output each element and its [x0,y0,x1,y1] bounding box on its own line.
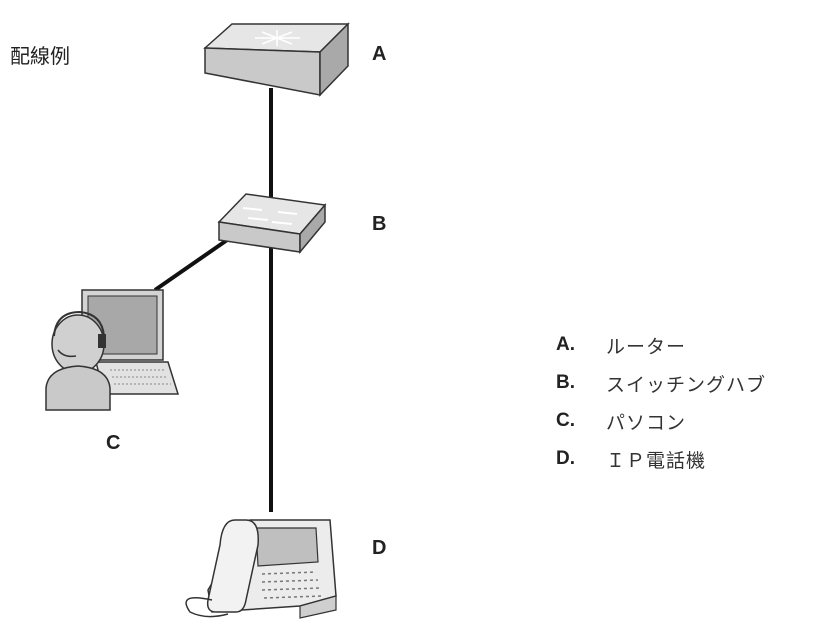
legend-item: D. ＩＰ電話機 [556,440,766,478]
legend-key: D. [556,448,575,469]
switching-hub-icon [217,193,327,255]
diagram-title: 配線例 [10,44,70,68]
legend-item: A. ルーター [556,326,766,364]
legend-key: C. [556,410,575,431]
label-d: D [372,537,387,559]
router-icon [203,22,350,97]
cable-hub-to-pc [153,236,232,292]
label-b: B [372,213,387,235]
legend-item: B. スイッチングハブ [556,364,766,402]
ip-phone-icon [185,519,337,619]
legend-key: A. [556,334,575,355]
label-a: A [372,43,387,65]
legend-text: ルーター [606,335,687,358]
legend-item: C. パソコン [556,402,766,440]
pc-with-user-icon [45,289,180,411]
label-c: C [106,432,121,454]
legend-text: スイッチングハブ [606,373,767,396]
legend-text: ＩＰ電話機 [606,449,707,472]
legend-text: パソコン [606,411,687,434]
legend: A. ルーター B. スイッチングハブ C. パソコン D. ＩＰ電話機 [556,326,766,478]
legend-key: B. [556,372,575,393]
